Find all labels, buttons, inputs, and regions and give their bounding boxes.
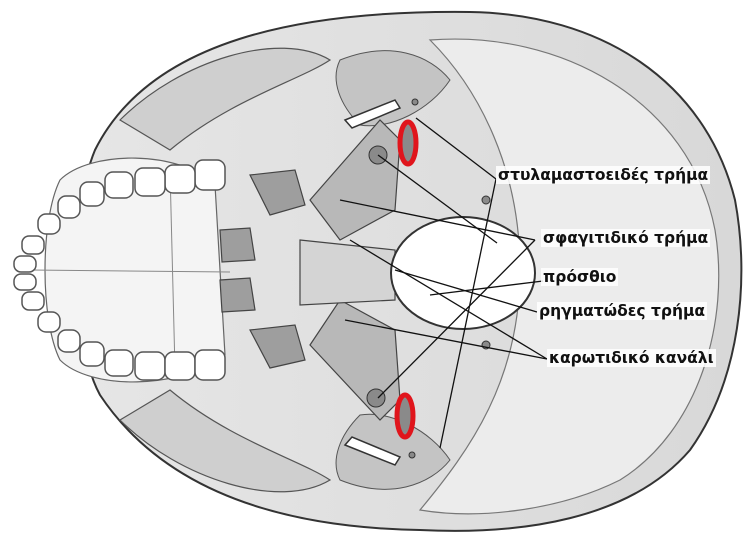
label-anterior: πρόσθιο <box>541 268 618 286</box>
label-jugular-foramen: σφαγιτιδικό τρήμα <box>541 229 710 247</box>
highlight-oval-bottom <box>397 395 413 437</box>
highlight-oval-top <box>400 122 416 164</box>
label-stylomastoid-foramen: στυλαμαστοειδές τρήμα <box>496 166 710 184</box>
label-foramen-lacerum: ρηγματώδες τρήμα <box>537 302 707 320</box>
basilar-part <box>300 240 395 305</box>
label-carotid-canal: καρωτιδικό κανάλι <box>547 349 716 367</box>
